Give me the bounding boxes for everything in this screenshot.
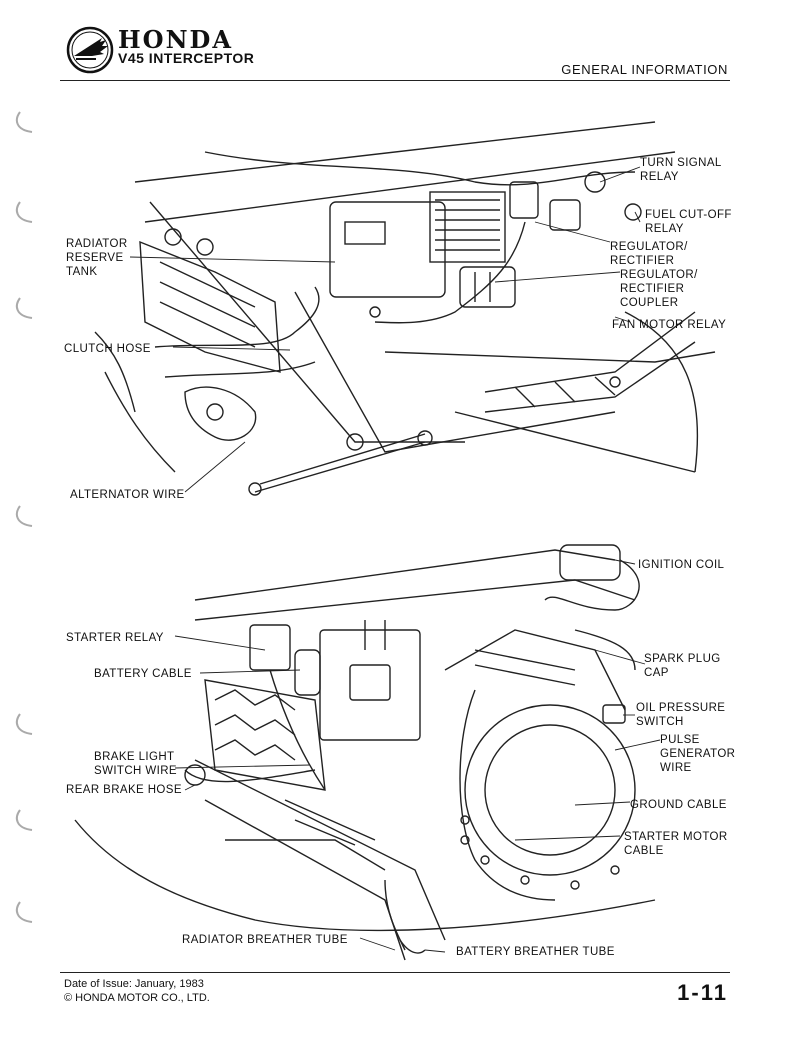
binder-hole-icon — [15, 713, 33, 735]
section-title: GENERAL INFORMATION — [561, 62, 728, 77]
label-fan-motor-relay: FAN MOTOR RELAY — [612, 319, 727, 331]
label-regulator-rectifier: REGULATOR/ RECTIFIER — [610, 241, 688, 267]
label-rear-brake-hose: REAR BRAKE HOSE — [66, 784, 182, 796]
bottom-engine-illustration — [74, 544, 661, 961]
issue-date: Date of Issue: January, 1983 — [64, 978, 204, 990]
brand-name: HONDA — [118, 25, 233, 54]
binder-hole-icon — [15, 111, 33, 133]
label-battery-cable: BATTERY CABLE — [94, 668, 192, 680]
label-ignition-coil: IGNITION COIL — [638, 559, 725, 571]
top-engine-illustration — [94, 121, 716, 496]
label-brake-light-switch-wire: BRAKE LIGHT SWITCH WIRE — [94, 751, 177, 777]
copyright: © HONDA MOTOR CO., LTD. — [64, 992, 210, 1004]
footer-divider — [60, 972, 730, 973]
label-radiator-breather-tube: RADIATOR BREATHER TUBE — [182, 934, 348, 946]
label-battery-breather-tube: BATTERY BREATHER TUBE — [456, 946, 615, 958]
label-starter-motor-cable: STARTER MOTOR CABLE — [624, 831, 728, 857]
binder-hole-icon — [15, 505, 33, 527]
binder-hole-icon — [15, 201, 33, 223]
binder-hole-icon — [15, 297, 33, 319]
page-number: 1-11 — [677, 980, 728, 1005]
label-fuel-cut-off-relay: FUEL CUT-OFF RELAY — [645, 209, 732, 235]
label-pulse-generator-wire: PULSE GENERATOR WIRE — [660, 734, 736, 774]
header-divider — [60, 80, 730, 81]
label-ground-cable: GROUND CABLE — [630, 799, 727, 811]
model-name: V45 INTERCEPTOR — [118, 50, 255, 66]
label-oil-pressure-switch: OIL PRESSURE SWITCH — [636, 702, 726, 728]
binder-hole-icon — [15, 809, 33, 831]
label-starter-relay: STARTER RELAY — [66, 632, 164, 644]
label-turn-signal-relay: TURN SIGNAL RELAY — [640, 157, 722, 183]
honda-wing-icon — [66, 26, 114, 74]
label-spark-plug-cap: SPARK PLUG CAP — [644, 653, 721, 679]
label-radiator-reserve-tank: RADIATOR RESERVE TANK — [66, 238, 128, 278]
label-clutch-hose: CLUTCH HOSE — [64, 343, 151, 355]
label-alternator-wire: ALTERNATOR WIRE — [70, 489, 185, 501]
binder-hole-icon — [15, 901, 33, 923]
label-regulator-rectifier-coupler: REGULATOR/ RECTIFIER COUPLER — [620, 269, 698, 309]
